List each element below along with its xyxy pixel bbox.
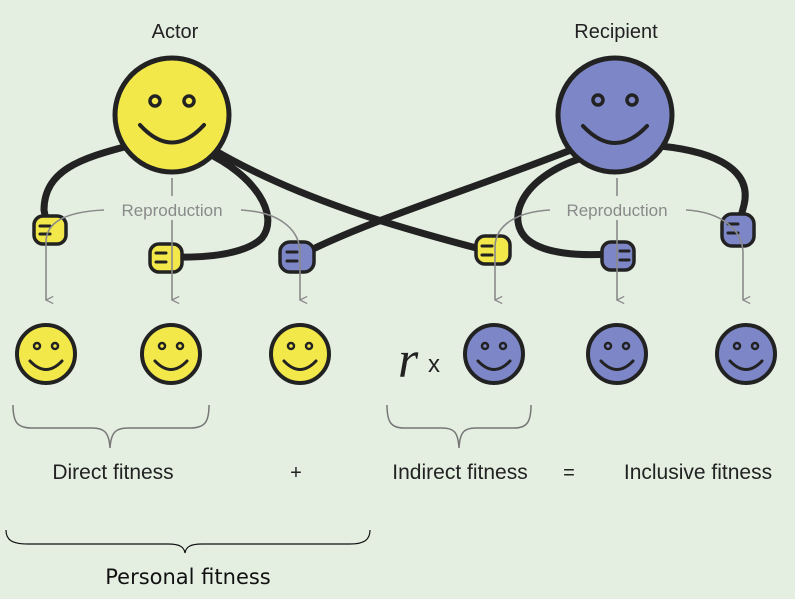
reproduction-arrows-left (46, 178, 300, 300)
recipient-hand-inner (600, 240, 636, 272)
recipient-arm-inner (514, 154, 614, 259)
actor-arm-left (40, 142, 132, 224)
offspring-face-actor-2 (140, 323, 202, 385)
actor-label: Actor (152, 21, 199, 43)
indirect-fitness-label: Indirect fitness (392, 461, 527, 484)
offspring-face-recipient-3 (715, 323, 777, 385)
personal-fitness-label: Personal fitness (105, 565, 271, 589)
offspring-face-recipient-2 (586, 323, 648, 385)
recipient-hand-cross (278, 240, 316, 274)
direct-fitness-label: Direct fitness (52, 461, 173, 484)
recipient-face (555, 55, 675, 175)
actor-arms (40, 142, 484, 261)
actor-face (112, 55, 232, 175)
recipient-hand-right (720, 212, 756, 248)
recipient-arm-cross (301, 144, 580, 257)
recipient-arm-right (656, 142, 749, 224)
inclusive-fitness-label: Inclusive fitness (624, 461, 772, 484)
actor-arm-inner (171, 148, 272, 261)
offspring-face-actor-1 (15, 323, 77, 385)
reproduction-label-left: Reproduction (121, 201, 222, 220)
actor-hand-inner (148, 242, 184, 274)
actor-arm-cross (210, 146, 484, 253)
reproduction-arrows-right (495, 178, 743, 300)
offspring-face-recipient-1 (463, 323, 525, 385)
actor-hand-cross (474, 234, 512, 266)
multiply-sign: x (428, 351, 440, 378)
offspring-face-actor-3 (269, 323, 331, 385)
reproduction-label-right: Reproduction (566, 201, 667, 220)
brace-indirect-fitness (386, 404, 532, 449)
brace-personal-fitness (5, 529, 371, 554)
relatedness-symbol: r (398, 332, 419, 389)
equals-sign: = (563, 462, 575, 484)
recipient-arms (301, 142, 749, 259)
brace-direct-fitness (12, 404, 210, 449)
plus-sign: + (290, 462, 302, 484)
recipient-label: Recipient (574, 21, 658, 43)
actor-hand-left (32, 214, 68, 246)
